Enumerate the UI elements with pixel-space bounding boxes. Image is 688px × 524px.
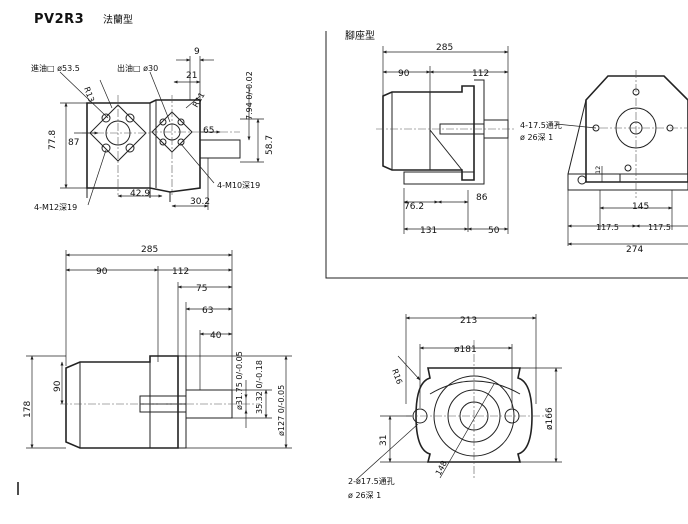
foot-mounting-hole-label: 4-17.5通孔 xyxy=(520,120,562,130)
dim-21: 21 xyxy=(186,71,197,81)
outlet-thread-label: 4-M10深19 xyxy=(217,181,260,190)
flange-type-side-view: 285 90 112 75 63 40 178 90 ø31.75 0/-0.0… xyxy=(17,245,292,495)
dim-58-7: 58.7 xyxy=(265,135,275,155)
outlet-port-label: 出油□ ø30 xyxy=(117,63,158,73)
foot-dim-117-5-left: 117.5 xyxy=(596,223,619,232)
dim-87: 87 xyxy=(68,138,79,148)
face-dim-31: 31 xyxy=(379,435,389,446)
inlet-port-label: 進油□ ø53.5 xyxy=(31,63,80,73)
side-dim-63: 63 xyxy=(202,306,213,316)
side-dim-178: 178 xyxy=(23,401,33,418)
side-dim-285: 285 xyxy=(141,245,158,255)
side-dim-35-32: 35.32 0/-0.18 xyxy=(255,360,264,414)
dim-9: 9 xyxy=(194,47,200,57)
foot-type-frame xyxy=(325,31,688,279)
side-dim-127: ø127 0/-0.05 xyxy=(277,385,286,436)
flange-type-end-view: 9 21 65 77.8 87 58.7 7.94 0/-0.02 42.9 3… xyxy=(31,47,275,212)
side-dim-112: 112 xyxy=(172,267,189,277)
side-dim-31-75: ø31.75 0/-0.05 xyxy=(235,351,244,410)
foot-type-label: 腳座型 xyxy=(345,29,375,42)
foot-dim-117-5-right: 117.5 xyxy=(648,223,671,232)
foot-dim-76-2: 76.2 xyxy=(404,202,424,212)
inlet-thread-label: 4-M12深19 xyxy=(34,203,77,212)
flange-type-label: 法蘭型 xyxy=(103,13,133,26)
face-dim-213: 213 xyxy=(460,316,477,326)
foot-dim-131: 131 xyxy=(420,226,437,236)
dim-r11: R11 xyxy=(191,91,207,109)
dim-42-9: 42.9 xyxy=(130,189,150,199)
foot-dim-86: 86 xyxy=(476,193,488,203)
side-dim-75: 75 xyxy=(196,284,207,294)
face-counterbore-label: ø 26深 1 xyxy=(348,491,381,500)
dim-65: 65 xyxy=(203,126,214,136)
foot-counterbore-label: ø 26深 1 xyxy=(520,133,553,142)
flange-face-view: 213 ø181 ø166 31 R16 148 2-ø17.5通孔 ø 26深… xyxy=(348,314,562,500)
foot-dim-112: 112 xyxy=(472,69,489,79)
foot-dim-274: 274 xyxy=(626,245,643,255)
side-dim-40: 40 xyxy=(210,331,222,341)
model-title: PV2R3 xyxy=(34,12,84,27)
foot-dim-145: 145 xyxy=(632,202,649,212)
dim-7-94: 7.94 0/-0.02 xyxy=(245,71,254,120)
face-dim-r16: R16 xyxy=(390,368,404,386)
dim-r13: R13 xyxy=(82,86,96,104)
foot-dim-50: 50 xyxy=(488,226,500,236)
dim-77-8: 77.8 xyxy=(48,130,58,150)
face-dim-166: ø166 xyxy=(545,407,555,430)
side-dim-90: 90 xyxy=(96,267,108,277)
foot-dim-285: 285 xyxy=(436,43,453,53)
side-dim-90-vertical: 90 xyxy=(53,380,63,392)
face-dim-181: ø181 xyxy=(454,345,477,355)
dim-30-2: 30.2 xyxy=(190,197,210,207)
foot-type-panel: 腳座型 285 90 112 76.2 86 131 50 xyxy=(325,29,688,279)
foot-dim-90: 90 xyxy=(398,69,410,79)
foot-dim-12: 12 xyxy=(594,166,602,174)
face-mounting-hole-label: 2-ø17.5通孔 xyxy=(348,476,395,486)
